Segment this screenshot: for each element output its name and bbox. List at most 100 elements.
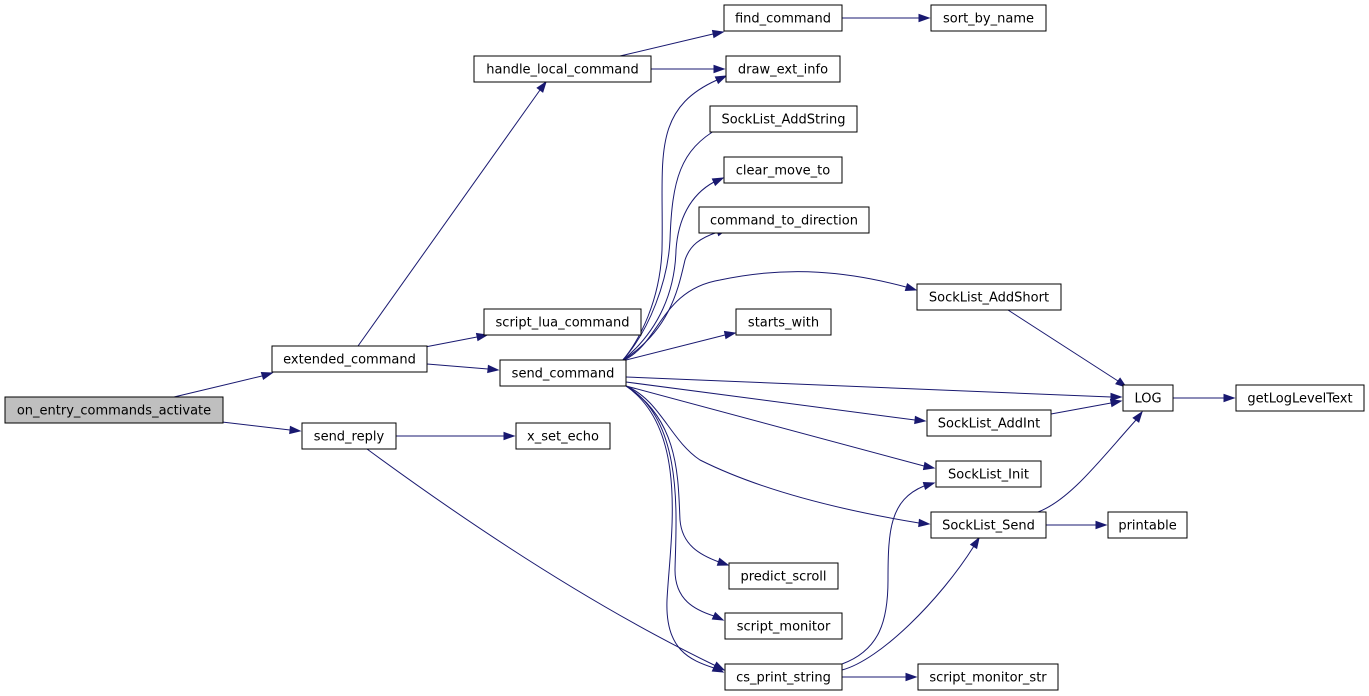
node-box-cs-print-string (724, 663, 843, 691)
edge-send-command-to-clear-move-to-line (621, 181, 715, 362)
node-label-log: LOG (1134, 392, 1161, 407)
edge-send-command-to-log-line (625, 376, 1112, 398)
node-box-draw-ext-info (725, 55, 841, 83)
edge-extended-command-to-send-command (426, 363, 500, 374)
node-label-handle-local-command: handle_local_command (486, 63, 638, 78)
node-printable[interactable]: printable (1107, 511, 1188, 539)
edge-cs-print-string-to-script-monitor-str (842, 672, 918, 682)
edge-send-command-to-starts-with (621, 330, 737, 362)
edge-send-command-to-cs-print-string-line (625, 385, 715, 669)
node-box-on-entry-commands-activate (4, 396, 224, 424)
node-socklist-send[interactable]: SockList_Send (930, 511, 1047, 539)
edge-sock-list-send-to-printable-arrowhead (1095, 520, 1108, 530)
node-draw-ext-info[interactable]: draw_ext_info (725, 55, 841, 83)
node-x-set-echo[interactable]: x_set_echo (515, 422, 611, 450)
edge-send-command-to-sock-list-add-string-line (621, 127, 720, 362)
edge-cs-print-string-to-script-monitor-str-arrowhead (905, 672, 918, 682)
edge-sock-list-add-short-to-log (1007, 309, 1128, 388)
edge-send-reply-to-x-set-echo (396, 431, 516, 441)
node-handle-local-command[interactable]: handle_local_command (473, 55, 652, 83)
node-script-monitor[interactable]: script_monitor (724, 612, 843, 640)
node-send-reply[interactable]: send_reply (301, 422, 397, 450)
node-label-socklist-init: SockList_Init (948, 468, 1029, 483)
node-sort-by-name[interactable]: sort_by_name (930, 4, 1047, 32)
node-label-printable: printable (1118, 519, 1176, 534)
edge-cs-print-string-to-sock-list-send-line (841, 545, 975, 671)
node-log[interactable]: LOG (1122, 384, 1174, 412)
node-label-command-to-direction: command_to_direction (710, 214, 858, 229)
node-box-socklist-init (935, 460, 1042, 488)
node-script-lua-command[interactable]: script_lua_command (483, 308, 642, 336)
node-getlogleveltext[interactable]: getLogLevelText (1235, 384, 1365, 412)
node-socklist-init[interactable]: SockList_Init (935, 460, 1042, 488)
node-label-extended-command: extended_command (283, 353, 416, 368)
node-predict-scroll[interactable]: predict_scroll (728, 562, 839, 590)
edge-log-to-get-log-level-text-arrowhead (1223, 393, 1236, 403)
edge-sock-list-add-int-to-log-line (1050, 402, 1112, 415)
node-label-send-command: send_command (512, 367, 615, 382)
node-label-predict-scroll: predict_scroll (740, 570, 826, 585)
edge-send-command-to-script-monitor-line (625, 385, 715, 617)
node-box-socklist-addstring (709, 105, 858, 133)
edge-send-command-to-sock-list-add-short (621, 271, 918, 362)
edge-send-command-to-sock-list-add-short-arrowhead (904, 282, 918, 292)
node-label-script-monitor: script_monitor (737, 620, 831, 635)
edge-send-command-to-sock-list-add-int-line (625, 381, 916, 421)
edge-root-to-extended-command (173, 371, 274, 398)
edge-extended-command-to-script-lua-command (424, 332, 489, 348)
node-box-socklist-addshort (916, 283, 1062, 311)
edge-send-command-to-clear-move-to-arrowhead (711, 177, 725, 187)
edge-sock-list-send-to-printable (1046, 520, 1108, 530)
node-box-clear-move-to (723, 156, 843, 184)
edge-send-command-to-draw-ext-info-arrowhead (714, 75, 728, 85)
node-script-monitor-str[interactable]: script_monitor_str (917, 663, 1059, 691)
node-command-to-direction[interactable]: command_to_direction (698, 206, 870, 234)
node-socklist-addshort[interactable]: SockList_AddShort (916, 283, 1062, 311)
node-send-command[interactable]: send_command (499, 359, 627, 387)
node-label-script-monitor-str: script_monitor_str (929, 671, 1047, 686)
edge-extended-command-to-handle-local-command-line (357, 89, 541, 347)
node-label-cs-print-string: cs_print_string (736, 671, 831, 686)
node-socklist-addstring[interactable]: SockList_AddString (709, 105, 858, 133)
edge-root-to-extended-command-line (173, 375, 263, 398)
node-box-predict-scroll (728, 562, 839, 590)
node-box-socklist-send (930, 511, 1047, 539)
node-box-socklist-addint (926, 409, 1052, 437)
node-label-getlogleveltext: getLogLevelText (1247, 392, 1352, 407)
edge-send-command-to-sock-list-init-arrowhead (922, 461, 936, 471)
edge-send-reply-to-x-set-echo-arrowhead (503, 431, 516, 441)
edge-root-to-extended-command-arrowhead (260, 371, 274, 381)
edge-log-to-get-log-level-text (1173, 393, 1236, 403)
node-label-on-entry-commands-activate: on_entry_commands_activate (17, 404, 211, 419)
node-find-command[interactable]: find_command (723, 4, 843, 32)
node-starts-with[interactable]: starts_with (735, 308, 832, 336)
edge-send-command-to-sock-list-send (625, 385, 931, 528)
edge-send-reply-to-cs-print-string-line (366, 448, 715, 666)
edge-send-command-to-cs-print-string-arrowhead (711, 663, 725, 673)
node-box-extended-command (271, 345, 428, 373)
edge-root-to-send-reply-line (221, 421, 291, 431)
edge-sock-list-send-to-log (1037, 410, 1143, 513)
edge-send-command-to-predict-scroll-line (625, 385, 720, 563)
edge-send-command-to-cs-print-string (625, 385, 725, 673)
node-on-entry-commands-activate[interactable]: on_entry_commands_activate (4, 396, 224, 424)
edge-extended-command-to-handle-local-command-arrowhead (536, 80, 547, 93)
node-extended-command[interactable]: extended_command (271, 345, 428, 373)
edge-send-command-to-sock-list-init (625, 385, 936, 471)
edge-find-command-to-sort-by-name (842, 13, 931, 23)
node-box-script-lua-command (483, 308, 642, 336)
edge-handle-local-command-to-draw-ext-info (651, 64, 726, 74)
edge-send-command-to-script-monitor (625, 385, 725, 621)
node-box-find-command (723, 4, 843, 32)
edge-find-command-to-sort-by-name-arrowhead (918, 13, 931, 23)
node-box-getlogleveltext (1235, 384, 1365, 412)
node-cs-print-string[interactable]: cs_print_string (724, 663, 843, 691)
node-clear-move-to[interactable]: clear_move_to (723, 156, 843, 184)
edge-send-command-to-script-monitor-arrowhead (711, 611, 725, 621)
node-socklist-addint[interactable]: SockList_AddInt (926, 409, 1052, 437)
edge-send-command-to-sock-list-add-short-line (621, 271, 907, 362)
edge-send-command-to-command-to-direction-line (621, 231, 719, 362)
edge-send-command-to-sock-list-add-int-arrowhead (914, 415, 927, 425)
edge-extended-command-to-handle-local-command (357, 80, 547, 347)
